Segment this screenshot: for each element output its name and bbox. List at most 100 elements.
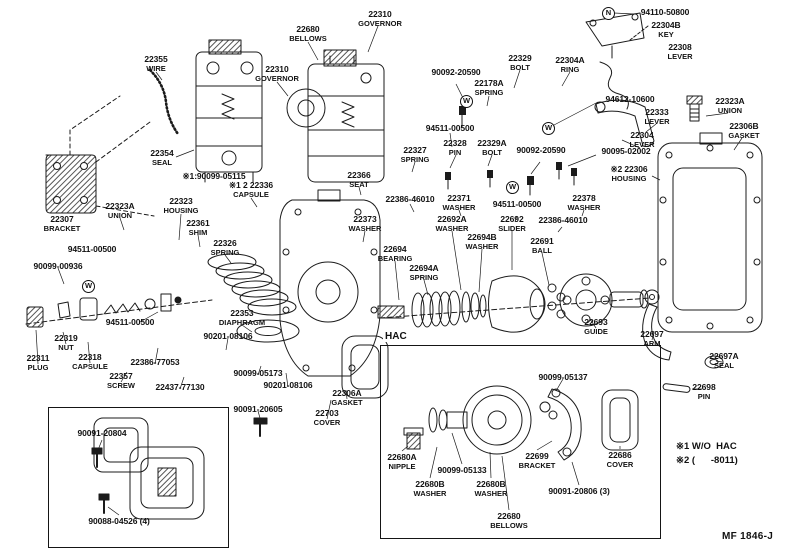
part-number: 90099-05133: [437, 465, 487, 475]
part-name: SEAT: [349, 179, 369, 189]
part-number: 22323A: [715, 96, 745, 106]
part-number: 22323: [169, 196, 193, 206]
part-number: 22310: [265, 64, 289, 74]
part-name: SPRING: [400, 154, 430, 164]
part-name: WASHER: [435, 223, 469, 233]
part-number: 90091-20804: [77, 428, 127, 438]
part-number: 22698: [692, 382, 716, 392]
part-label: 90091-20605: [233, 404, 283, 415]
part-label: 90099-05173: [233, 368, 283, 379]
part-number: 22680A: [387, 452, 417, 462]
part-label: 90099-00936: [33, 261, 82, 272]
part-number: 22694B: [467, 232, 497, 242]
arm-22697-drawing: [642, 289, 724, 393]
inset-box-hac: [380, 345, 661, 539]
governor-left-drawing: [195, 39, 263, 183]
part-name: GASKET: [331, 397, 363, 407]
part-name: PIN: [697, 391, 711, 401]
lever-assembly-drawing: [585, 12, 703, 147]
part-name: WASHER: [474, 488, 508, 498]
part-number: 22437-77130: [155, 382, 205, 392]
part-label: 22437-77130: [155, 382, 205, 393]
part-number: 22326: [213, 238, 237, 248]
part-number: 22329A: [477, 138, 507, 148]
part-number: 22373: [353, 214, 377, 224]
part-number: 22366: [347, 170, 371, 180]
circled-w-marker-icon: W: [82, 280, 95, 293]
part-name: BRACKET: [43, 223, 81, 233]
leader-lines: [35, 12, 743, 516]
part-number: 22307: [50, 214, 74, 224]
part-label: 90095-02002: [601, 146, 651, 157]
wire-22355-drawing: [148, 68, 180, 136]
part-number: 22386-77053: [130, 357, 180, 367]
part-number: 22333: [645, 107, 669, 117]
part-number: ※1:90099-05115: [182, 171, 246, 181]
part-number: 22329: [508, 53, 532, 63]
part-name: PLUG: [27, 362, 49, 372]
part-name: GASKET: [728, 130, 760, 140]
part-number: 22178A: [474, 78, 504, 88]
part-name: SEAL: [713, 360, 734, 370]
governor-right-drawing: [286, 49, 385, 183]
part-number: ※2 22306: [610, 164, 648, 174]
part-number: 22318: [78, 352, 102, 362]
part-number: 22386-46010: [538, 215, 588, 225]
part-name: WIRE: [146, 63, 166, 73]
part-number: 22353: [230, 308, 254, 318]
part-number: 90095-02002: [601, 146, 651, 156]
part-name: SCREW: [107, 380, 135, 390]
part-name: BEARING: [377, 253, 413, 263]
part-label: 90201-08106: [203, 331, 252, 342]
part-name: WASHER: [348, 223, 382, 233]
part-name: SLIDER: [498, 223, 526, 233]
part-number: 90092-20590: [516, 145, 566, 155]
part-number: 22694A: [409, 263, 439, 273]
part-name: SEAL: [151, 157, 173, 167]
part-label: 90088-04526 (4): [88, 516, 149, 527]
part-number: 22691: [530, 236, 554, 246]
part-number: 22694: [383, 244, 407, 254]
part-number: 22328: [443, 138, 467, 148]
part-number: 22310: [368, 9, 392, 19]
part-number: 22680B: [415, 479, 445, 489]
hac-assembly-drawing: [403, 385, 639, 461]
part-number: 94612-10600: [605, 94, 655, 104]
part-number: 22680B: [476, 479, 506, 489]
part-number: 22693: [584, 317, 608, 327]
part-number: 22680: [296, 24, 320, 34]
part-name: CAPSULE: [72, 361, 108, 371]
part-number: 22311: [26, 353, 50, 363]
part-number: 90099-05173: [233, 368, 283, 378]
circled-w-marker-icon: W: [460, 95, 473, 108]
part-name: SPRING: [210, 247, 240, 257]
part-name: HOUSING: [163, 205, 199, 215]
part-number: 90091-20605: [233, 404, 283, 414]
inset-covers-drawing: [91, 417, 205, 520]
part-name: UNION: [717, 105, 743, 115]
